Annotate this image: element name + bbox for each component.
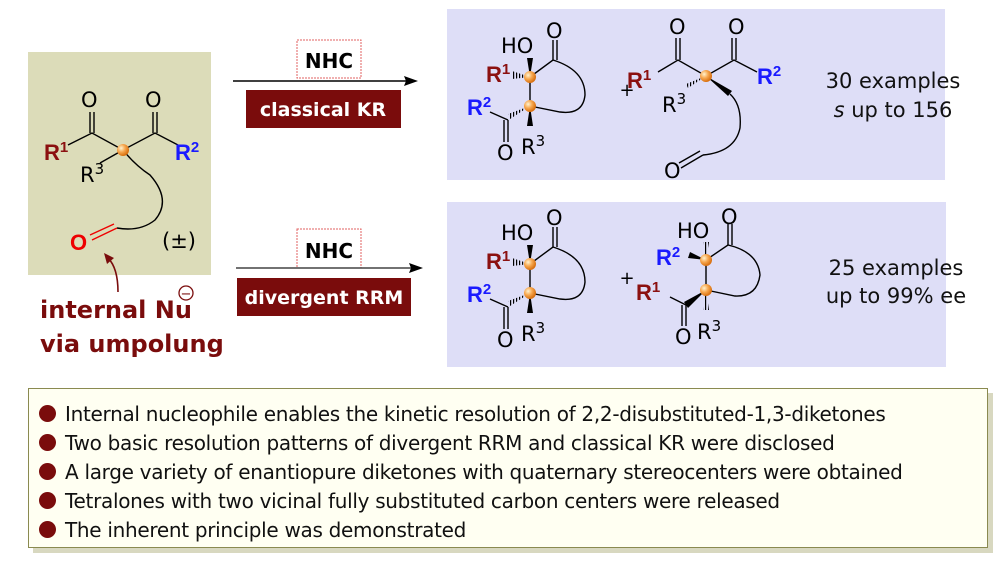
stereocenter-dot (524, 100, 536, 112)
aldol-product: O HO R1 R2 O R3 (467, 19, 586, 165)
r2-label: R2 (757, 63, 781, 89)
atom-o: O (675, 325, 692, 349)
atom-o: O (664, 159, 681, 183)
summary-text: Tetralones with two vicinal fully substi… (65, 488, 780, 513)
annotation-internal-nu: internal Nu (40, 296, 192, 324)
summary-text: Internal nucleophile enables the kinetic… (65, 401, 886, 426)
aldol-product: O HO R1 R2 O R3 (467, 206, 586, 352)
atom-o: O (669, 15, 686, 39)
r3-label: R3 (697, 317, 721, 344)
charge-sign: − (181, 287, 192, 302)
bullet-icon (39, 521, 56, 538)
method-label: classical KR (260, 99, 387, 121)
summary-text: A large variety of enantiopure diketones… (65, 459, 903, 484)
r3-label: R3 (521, 319, 545, 346)
substrate-panel (28, 52, 211, 275)
atom-o: O (728, 15, 745, 39)
r2-label: R2 (656, 244, 680, 270)
kr-example-count: 30 examples (826, 69, 961, 93)
method-label: divergent RRM (245, 287, 404, 309)
atom-o: O (721, 205, 738, 229)
atom-o: O (81, 88, 98, 112)
summary-item: A large variety of enantiopure diketones… (39, 457, 987, 486)
reaction-arrow-kr: NHC classical KR (233, 39, 418, 128)
r1-label: R1 (636, 279, 660, 305)
atom-o: O (546, 206, 563, 230)
r1-label: R1 (627, 67, 651, 93)
rrm-example-count: 25 examples (829, 256, 964, 280)
aldehyde-oxygen: O (70, 230, 87, 255)
catalyst-label: NHC (305, 239, 353, 263)
plus-sign: + (619, 80, 634, 101)
atom-o: O (497, 141, 514, 165)
r2-label: R2 (467, 281, 491, 307)
reaction-arrow-rrm: NHC divergent RRM (236, 228, 423, 316)
plus-sign: + (619, 268, 634, 289)
summary-item: Two basic resolution patterns of diverge… (39, 428, 987, 457)
summary-box: Internal nucleophile enables the kinetic… (28, 388, 988, 548)
r3-label: R3 (521, 132, 545, 159)
summary-item: Internal nucleophile enables the kinetic… (39, 399, 987, 428)
recovered-diketone: O O R1 R2 R3 O (627, 15, 781, 183)
r1-label: R1 (44, 139, 68, 165)
r1-label: R1 (486, 61, 510, 87)
bullet-icon (39, 492, 56, 509)
summary-text: Two basic resolution patterns of diverge… (65, 430, 835, 455)
r3-label: R3 (662, 90, 686, 117)
bullet-icon (39, 463, 56, 480)
r3-label: R3 (80, 160, 104, 187)
substrate-structure: O O R1 R2 R3 O (±) (44, 88, 199, 255)
annotation-umpolung: via umpolung (40, 330, 224, 358)
bullet-icon (39, 405, 56, 422)
negative-charge-icon (178, 285, 194, 301)
bullet-icon (39, 434, 56, 451)
atom-o: O (145, 88, 162, 112)
stereocenter-dot (117, 144, 129, 156)
atom-ho: HO (501, 221, 533, 245)
summary-item: The inherent principle was demonstrated (39, 515, 987, 544)
r2-label: R2 (467, 94, 491, 120)
rrm-ee: up to 99% ee (826, 284, 966, 308)
summary-text: The inherent principle was demonstrated (65, 517, 467, 542)
atom-o: O (546, 19, 563, 43)
stereocenter-dot (524, 71, 536, 83)
atom-o: O (497, 328, 514, 352)
atom-ho: HO (501, 34, 533, 58)
r2-label: R2 (175, 139, 199, 165)
catalyst-label: NHC (305, 49, 353, 73)
summary-item: Tetralones with two vicinal fully substi… (39, 486, 987, 515)
r1-label: R1 (486, 248, 510, 274)
kr-selectivity: s up to 156 (834, 98, 953, 122)
atom-ho: HO (677, 219, 709, 243)
racemic-label: (±) (162, 229, 196, 253)
diastereomeric-aldol-product: O HO R2 R1 O R3 (636, 205, 761, 349)
